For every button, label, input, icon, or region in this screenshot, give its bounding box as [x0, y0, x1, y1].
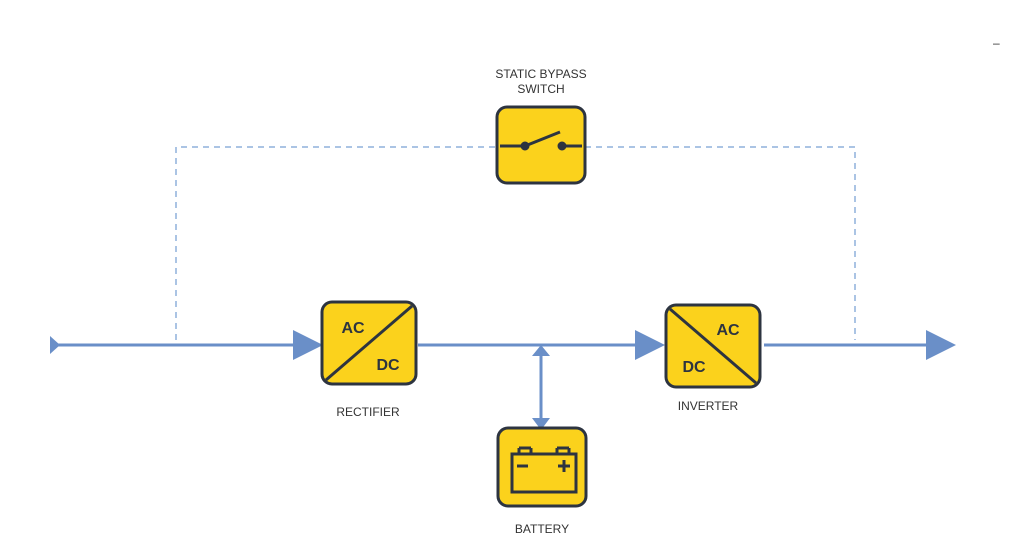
inverter-block: AC DC [664, 303, 762, 389]
rectifier-ac-text: AC [341, 320, 365, 337]
inverter-label: INVERTER [678, 399, 739, 413]
bypass-path [175, 146, 856, 340]
battery-block [496, 426, 588, 508]
rectifier-label: RECTIFIER [336, 405, 400, 419]
inverter-dc-text: DC [682, 359, 706, 376]
rectifier-block: AC DC [320, 300, 418, 386]
corner-mark: – [993, 36, 1000, 50]
inverter-ac-text: AC [716, 322, 740, 339]
bypass-label-line2: SWITCH [517, 82, 564, 96]
switch-icon [500, 130, 582, 151]
input-arrow [50, 336, 60, 354]
bypass-label-line1: STATIC BYPASS [495, 67, 586, 81]
battery-link [532, 345, 550, 430]
battery-icon [510, 446, 578, 494]
rectifier-dc-text: DC [376, 357, 400, 374]
static-bypass-switch-block [495, 105, 587, 185]
battery-label: BATTERY [515, 522, 569, 536]
